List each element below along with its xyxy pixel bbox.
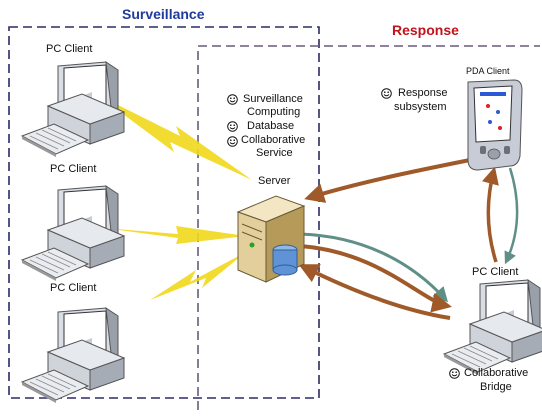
collaborative-bridge-label: Collaborative [464,367,529,379]
pda-icon [467,79,523,171]
arrow-pda-to-server [304,158,471,203]
service-line: Collaborative [241,134,306,146]
collaborative-bridge-label: Bridge [480,381,512,393]
pc-client-label: PC Client [46,43,93,55]
response-title: Response [392,22,459,38]
service-line: Surveillance [243,93,303,105]
arrow-pda-to-bridge [504,167,519,265]
desktop-pc-icon [21,61,125,158]
desktop-pc-icon [21,185,125,282]
lightning-bolt-icon [104,226,246,244]
surveillance-region-border [8,26,320,399]
pda-client-label: PDA Client [466,66,510,76]
service-line: Computing [247,106,301,118]
arrow-server-to-bridge [299,232,449,303]
service-line: Service [256,147,293,159]
response-subsystem-label: Response [398,87,448,99]
arrow-server-to-bridge-brown [299,244,452,313]
pc-client-label: PC Client [472,266,519,278]
smiley-icon [381,88,392,99]
server-icon [236,195,306,283]
desktop-pc-icon [443,279,542,376]
arrow-bridge-to-server [298,264,451,320]
desktop-pc-icon [21,307,125,404]
smiley-icon [449,368,460,379]
smiley-icon [227,94,238,105]
lightning-bolt-icon [96,94,252,180]
pc-client-label: PC Client [50,163,97,175]
pc-client-label: PC Client [50,282,97,294]
response-region-border [197,45,540,410]
response-subsystem-label: subsystem [394,101,447,113]
arrow-bridge-to-pda [481,166,499,263]
surveillance-title: Surveillance [122,6,205,22]
service-line: Database [247,120,295,132]
smiley-icon [227,121,238,132]
lightning-bolt-icon [150,252,246,300]
server-label: Server [258,175,291,187]
smiley-icon [227,136,238,147]
